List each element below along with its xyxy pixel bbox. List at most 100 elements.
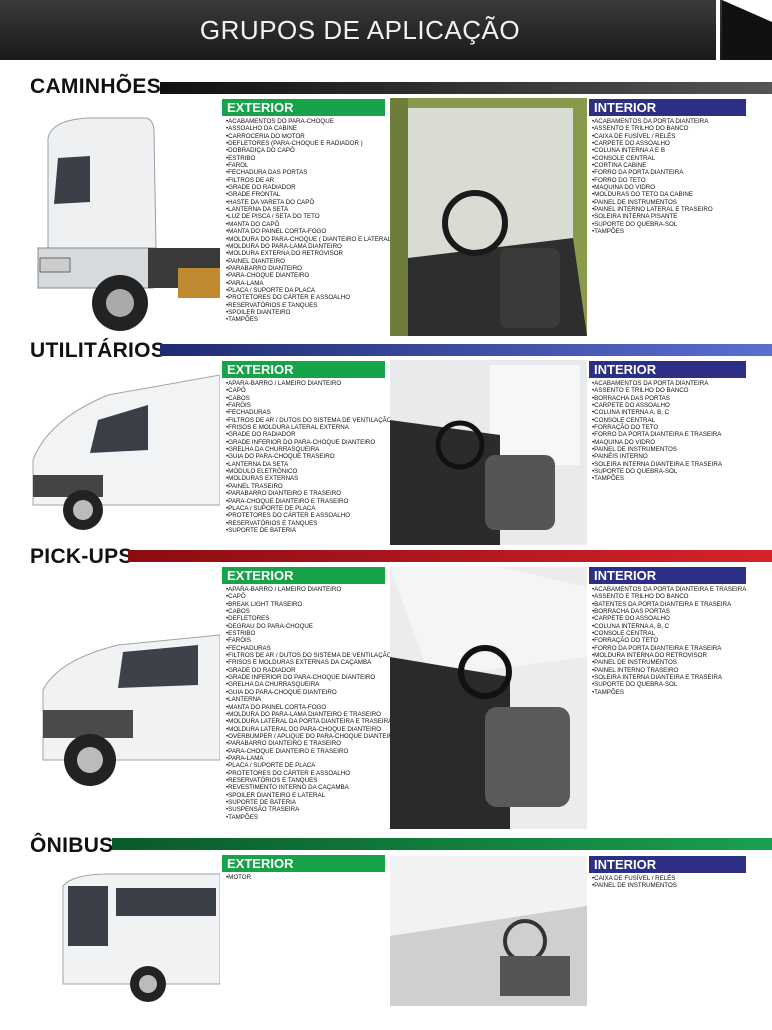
interior-item: CARPETE DO ASSOALHO: [592, 140, 713, 147]
exterior-item: ASSOALHO DA CABINE: [226, 125, 393, 132]
exterior-item: MOLDURA LATERAL DA PORTA DIANTEIRA E TRA…: [226, 718, 398, 725]
exterior-item: LANTERNA DA SETA: [226, 206, 393, 213]
exterior-item: DEFLETORES: [226, 615, 398, 622]
exterior-item: MANTA DO PAINEL CORTA-FOGO: [226, 228, 393, 235]
bus-interior-photo: [390, 856, 587, 1006]
pickup-exterior-photo: [28, 590, 220, 815]
interior-list-caminhoes: ACABAMENTOS DA PORTA DIANTEIRAASSENTO E …: [592, 118, 713, 236]
interior-list-onibus: CAIXA DE FUSÍVEL / RELÉSPAINEL DE INSTRU…: [592, 875, 677, 890]
exterior-item: PARABARRO DIANTEIRO: [226, 265, 393, 272]
interior-item: FORRO DA PORTA DIANTEIRA E TRASEIRA: [592, 431, 722, 438]
exterior-item: PROTETORES DO CÁRTER E ASSOALHO: [226, 512, 392, 519]
exterior-list-utilitarios: APARA-BARRO / LAMEIRO DIANTEIROCAPÔCABOS…: [226, 380, 392, 534]
header-corner: [722, 0, 772, 60]
exterior-item: MOLDURA DO PARA-LAMA DIANTEIRO: [226, 243, 393, 250]
interior-item: FORRO DO TETO: [592, 177, 713, 184]
exterior-item: FILTROS DE AR / DUTOS DO SISTEMA DE VENT…: [226, 417, 391, 424]
interior-item: PAINEL DE INSTRUMENTOS: [592, 659, 746, 666]
interior-item: ASSENTO E TRILHO DO BANCO: [592, 593, 746, 600]
exterior-label-utilitarios: EXTERIOR: [222, 361, 385, 378]
interior-item: CONSOLE CENTRAL: [592, 630, 746, 637]
interior-item: BATENTES DA PORTA DIANTEIRA E TRASEIRA: [592, 601, 746, 608]
exterior-item: SPOILER DIANTEIRO: [226, 309, 393, 316]
exterior-item: PAINEL TRASEIRO: [226, 483, 392, 490]
exterior-item: SUPORTE DE BATERIA: [226, 527, 392, 534]
exterior-list-onibus: MOTOR: [226, 874, 251, 881]
exterior-item: GRADE DO RADIADOR: [226, 184, 393, 191]
interior-item: ACABAMENTOS DA PORTA DIANTEIRA E TRASEIR…: [592, 586, 746, 593]
exterior-item: GUIA DO PARA-CHOQUE DIANTEIRO: [226, 689, 398, 696]
exterior-item: MÓDULO ELETRÔNICO: [226, 468, 392, 475]
interior-item: MOLDURAS DO TETO DA CABINE: [592, 191, 713, 198]
exterior-item: PARABARRO DIANTEIRO E TRASEIRO: [226, 490, 392, 497]
exterior-item: PAINEL DIANTEIRO: [226, 258, 393, 265]
pickup-interior-photo: [390, 567, 587, 829]
exterior-item: GRADE INFERIOR DO PARA-CHOQUE DIANTEIRO: [226, 439, 392, 446]
exterior-item: GRELHA DA CHURRASQUEIRA: [226, 446, 392, 453]
section-title-utilitarios: UTILITÁRIOS: [30, 339, 166, 362]
exterior-item: MOLDURA EXTERNA DO RETROVISOR: [226, 250, 393, 257]
exterior-item: FARÓIS: [226, 637, 398, 644]
interior-item: BORRACHA DAS PORTAS: [592, 608, 746, 615]
exterior-item: SPOILER DIANTEIRO E LATERAL: [226, 792, 398, 799]
interior-label-pickups: INTERIOR: [589, 567, 746, 584]
interior-item: SUPORTE DO QUEBRA-SOL: [592, 468, 722, 475]
exterior-item: FILTROS DE AR: [226, 177, 393, 184]
exterior-item: PARA-CHOQUE DIANTEIRO E TRASEIRO: [226, 498, 392, 505]
interior-item: MAQUINA DO VIDRO: [592, 184, 713, 191]
truck-interior-photo: [390, 98, 587, 336]
interior-list-pickups: ACABAMENTOS DA PORTA DIANTEIRA E TRASEIR…: [592, 586, 746, 696]
exterior-label-pickups: EXTERIOR: [222, 567, 385, 584]
interior-item: SUPORTE DO QUEBRA-SOL: [592, 681, 746, 688]
interior-item: CONSOLE CENTRAL: [592, 417, 722, 424]
section-bar-caminhoes: [160, 82, 772, 94]
header-divider: [716, 0, 720, 60]
section-bar-onibus: [112, 838, 772, 850]
interior-item: MOLDURA INTERNA DO RETROVISOR: [592, 652, 746, 659]
exterior-item: BREAK LIGHT TRASEIRO: [226, 601, 398, 608]
exterior-item: MOTOR: [226, 874, 251, 881]
interior-item: FORRO DA PORTA DIANTEIRA: [592, 169, 713, 176]
interior-item: FORRAÇÃO DO TETO: [592, 424, 722, 431]
exterior-item: DEFLETORES (PARA-CHOQUE E RADIADOR ): [226, 140, 393, 147]
interior-item: CAIXA DE FUSÍVEL / RELÉS: [592, 133, 713, 140]
interior-item: TAMPÕES: [592, 475, 722, 482]
exterior-item: PARA-LAMA: [226, 280, 393, 287]
exterior-item: PARABARRO DIANTEIRO E TRASEIRO: [226, 740, 398, 747]
interior-item: PAINEL INTERNO TRASEIRO: [592, 667, 746, 674]
exterior-item: DEGRAU DO PARA-CHOQUE: [226, 623, 398, 630]
exterior-item: HASTE DA VARETA DO CAPÔ: [226, 199, 393, 206]
exterior-item: PARA-CHOQUE DIANTEIRO E TRASEIRO: [226, 748, 398, 755]
section-bar-pickups: [128, 550, 772, 562]
exterior-item: GRADE DO RADIADOR: [226, 667, 398, 674]
exterior-item: LANTERNA: [226, 696, 398, 703]
interior-item: PAINEL INTERNO LATERAL E TRASEIRO: [592, 206, 713, 213]
exterior-item: MANTA DO PAINEL CORTA-FOGO: [226, 704, 398, 711]
interior-item: TAMPÕES: [592, 228, 713, 235]
exterior-item: MOLDURA LATERAL DO PARA-CHOQUE DIANTEIRO: [226, 726, 398, 733]
exterior-item: MANTA DO CAPÔ: [226, 221, 393, 228]
page-header: GRUPOS DE APLICAÇÃO: [0, 0, 772, 60]
exterior-item: TAMPÕES: [226, 316, 393, 323]
van-interior-photo: [390, 360, 587, 545]
exterior-item: MOLDURAS EXTERNAS: [226, 475, 392, 482]
exterior-item: PLACA / SUPORTE DE PLACA: [226, 762, 398, 769]
exterior-item: SUPORTE DE BATERIA: [226, 799, 398, 806]
interior-item: SOLEIRA INTERNA DIANTEIRA E TRASEIRA: [592, 674, 746, 681]
exterior-item: FILTROS DE AR / DUTOS DO SISTEMA DE VENT…: [226, 652, 398, 659]
interior-item: ASSENTO E TRILHO DO BANCO: [592, 125, 713, 132]
exterior-item: GRADE DO RADIADOR: [226, 431, 392, 438]
exterior-item: GUIA DO PARA-CHOQUE TRASEIRO: [226, 453, 392, 460]
interior-item: CORTINA CABINE: [592, 162, 713, 169]
interior-item: SUPORTE DO QUEBRA-SOL: [592, 221, 713, 228]
exterior-item: FARÓIS: [226, 402, 392, 409]
interior-item: PAINEL DE INSTRUMENTOS: [592, 446, 722, 453]
exterior-item: GRADE INFERIOR DO PARA-CHOQUE DIANTEIRO: [226, 674, 398, 681]
exterior-item: LUZ DE PISCA / SETA DO TETO: [226, 213, 393, 220]
section-title-onibus: ÔNIBUS: [30, 834, 114, 857]
exterior-item: RESERVATÓRIOS E TANQUES: [226, 520, 392, 527]
truck-exterior-photo: [28, 98, 220, 334]
interior-item: COLUNA INTERNA A, B, C: [592, 409, 722, 416]
exterior-item: DOBRADIÇA DO CAPÔ: [226, 147, 393, 154]
interior-item: CARPETE DO ASSOALHO: [592, 402, 722, 409]
